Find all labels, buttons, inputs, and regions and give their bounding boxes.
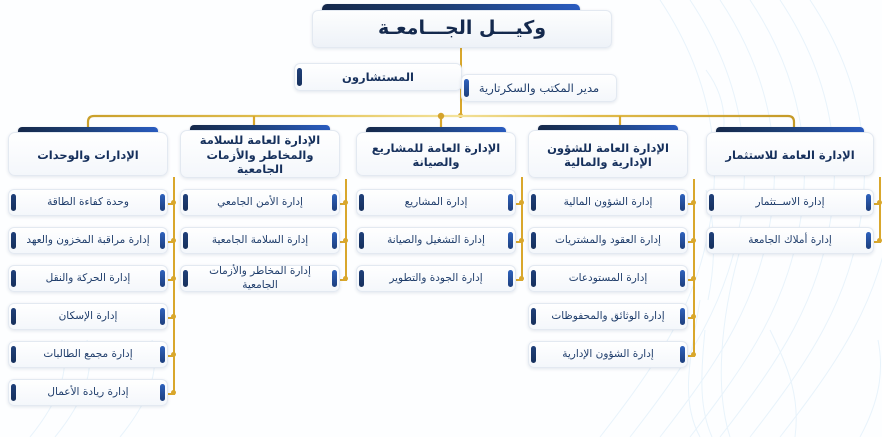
item-accent-bar-left [11,270,16,287]
item-label: إدارة المخاطر والأزمات الجامعية [209,265,311,291]
column-header-label: الإدارة العامة للسلامة والمخاطر والأزمات… [199,133,321,177]
column-1-item-2[interactable]: إدارة مراقبة المخزون والعهد [8,227,168,254]
column-header-1[interactable]: الإدارات والوحدات [8,132,168,176]
item-accent-bar-left [11,384,16,401]
item-accent-bar-left [531,308,536,325]
column-header-label: الإدارة العامة للمشاريع والصيانة [371,140,501,169]
node-office-secretary-accent-bar [464,79,469,97]
column-4-item-2[interactable]: إدارة العقود والمشتريات [528,227,688,254]
column-4-item-5[interactable]: إدارة الشؤون الإدارية [528,341,688,368]
item-label: إدارة ريادة الأعمال [47,385,129,398]
item-label: إدارة أملاك الجامعة [748,233,832,246]
item-accent-bar-left [709,194,714,211]
item-accent-bar-left [709,232,714,249]
item-accent-bar-right [680,232,685,249]
item-label: إدارة الأمن الجامعي [217,195,303,208]
column-1-item-3[interactable]: إدارة الحركة والنقل [8,265,168,292]
column-4-item-3[interactable]: إدارة المستودعات [528,265,688,292]
column-2-item-3[interactable]: إدارة المخاطر والأزمات الجامعية [180,265,340,292]
column-4-item-1[interactable]: إدارة الشؤون المالية [528,189,688,216]
item-label: وحدة كفاءة الطاقة [47,195,129,208]
item-accent-bar-left [183,194,188,211]
item-label: إدارة الاســتثمار [755,195,825,208]
root-cap-bar [322,4,580,15]
item-accent-bar-left [11,346,16,363]
node-advisors-accent-bar [297,68,302,86]
column-header-label: الإدارة العامة للشؤون الإدارية والمالية [547,140,669,169]
item-accent-bar-right [160,232,165,249]
item-accent-bar-left [359,232,364,249]
column-5-item-1[interactable]: إدارة الاســتثمار [706,189,874,216]
item-label: إدارة الحركة والنقل [45,271,131,284]
item-accent-bar-right [508,270,513,287]
node-advisors-label: المستشارون [342,69,414,84]
root-node-vice-president[interactable]: وكيـــل الجـــامعـة [312,10,612,48]
column-2-item-2[interactable]: إدارة السلامة الجامعية [180,227,340,254]
column-header-2[interactable]: الإدارة العامة للسلامة والمخاطر والأزمات… [180,130,340,178]
item-label: إدارة الوثائق والمحفوظات [551,309,665,322]
item-accent-bar-right [160,346,165,363]
item-accent-bar-right [160,308,165,325]
column-2-item-1[interactable]: إدارة الأمن الجامعي [180,189,340,216]
item-accent-bar-right [160,270,165,287]
node-office-secretary-label: مدير المكتب والسكرتارية [478,80,600,95]
item-accent-bar-left [531,270,536,287]
item-accent-bar-left [11,308,16,325]
item-accent-bar-right [160,194,165,211]
item-label: إدارة الإسكان [58,309,118,322]
item-accent-bar-right [332,232,337,249]
item-accent-bar-right [508,194,513,211]
item-accent-bar-left [531,232,536,249]
item-accent-bar-right [866,232,871,249]
item-accent-bar-right [508,232,513,249]
column-4-item-4[interactable]: إدارة الوثائق والمحفوظات [528,303,688,330]
column-3-item-3[interactable]: إدارة الجودة والتطوير [356,265,516,292]
item-accent-bar-right [680,308,685,325]
column-1-item-4[interactable]: إدارة الإسكان [8,303,168,330]
item-accent-bar-left [531,194,536,211]
item-accent-bar-left [531,346,536,363]
item-accent-bar-right [680,346,685,363]
column-1-item-5[interactable]: إدارة مجمع الطالبات [8,341,168,368]
item-accent-bar-left [11,194,16,211]
item-accent-bar-left [359,270,364,287]
item-label: إدارة التشغيل والصيانة [387,233,485,246]
item-label: إدارة مراقبة المخزون والعهد [26,233,150,246]
column-3-item-1[interactable]: إدارة المشاريع [356,189,516,216]
column-1-item-6[interactable]: إدارة ريادة الأعمال [8,379,168,406]
item-accent-bar-right [160,384,165,401]
node-office-secretary[interactable]: مدير المكتب والسكرتارية [461,74,617,102]
item-accent-bar-left [183,232,188,249]
node-advisors[interactable]: المستشارون [294,63,462,91]
item-label: إدارة المستودعات [568,271,648,284]
column-5-item-2[interactable]: إدارة أملاك الجامعة [706,227,874,254]
item-label: إدارة الجودة والتطوير [389,271,483,284]
item-label: إدارة المشاريع [404,195,468,208]
item-label: إدارة السلامة الجامعية [211,233,309,246]
item-accent-bar-right [680,270,685,287]
column-1-item-1[interactable]: وحدة كفاءة الطاقة [8,189,168,216]
item-accent-bar-left [11,232,16,249]
column-3-item-2[interactable]: إدارة التشغيل والصيانة [356,227,516,254]
item-label: إدارة الشؤون المالية [563,195,653,208]
item-accent-bar-right [680,194,685,211]
item-accent-bar-left [183,270,188,287]
column-header-5[interactable]: الإدارة العامة للاستثمار [706,132,874,176]
item-accent-bar-right [332,270,337,287]
item-accent-bar-left [359,194,364,211]
item-label: إدارة مجمع الطالبات [43,347,133,360]
item-label: إدارة العقود والمشتريات [555,233,661,246]
column-header-3[interactable]: الإدارة العامة للمشاريع والصيانة [356,132,516,176]
column-header-label: الإدارة العامة للاستثمار [725,147,855,162]
column-header-label: الإدارات والوحدات [37,147,139,162]
item-accent-bar-right [332,194,337,211]
item-accent-bar-right [866,194,871,211]
root-node-label: وكيـــل الجـــامعـة [377,17,547,40]
item-label: إدارة الشؤون الإدارية [562,347,654,360]
column-header-4[interactable]: الإدارة العامة للشؤون الإدارية والمالية [528,130,688,178]
